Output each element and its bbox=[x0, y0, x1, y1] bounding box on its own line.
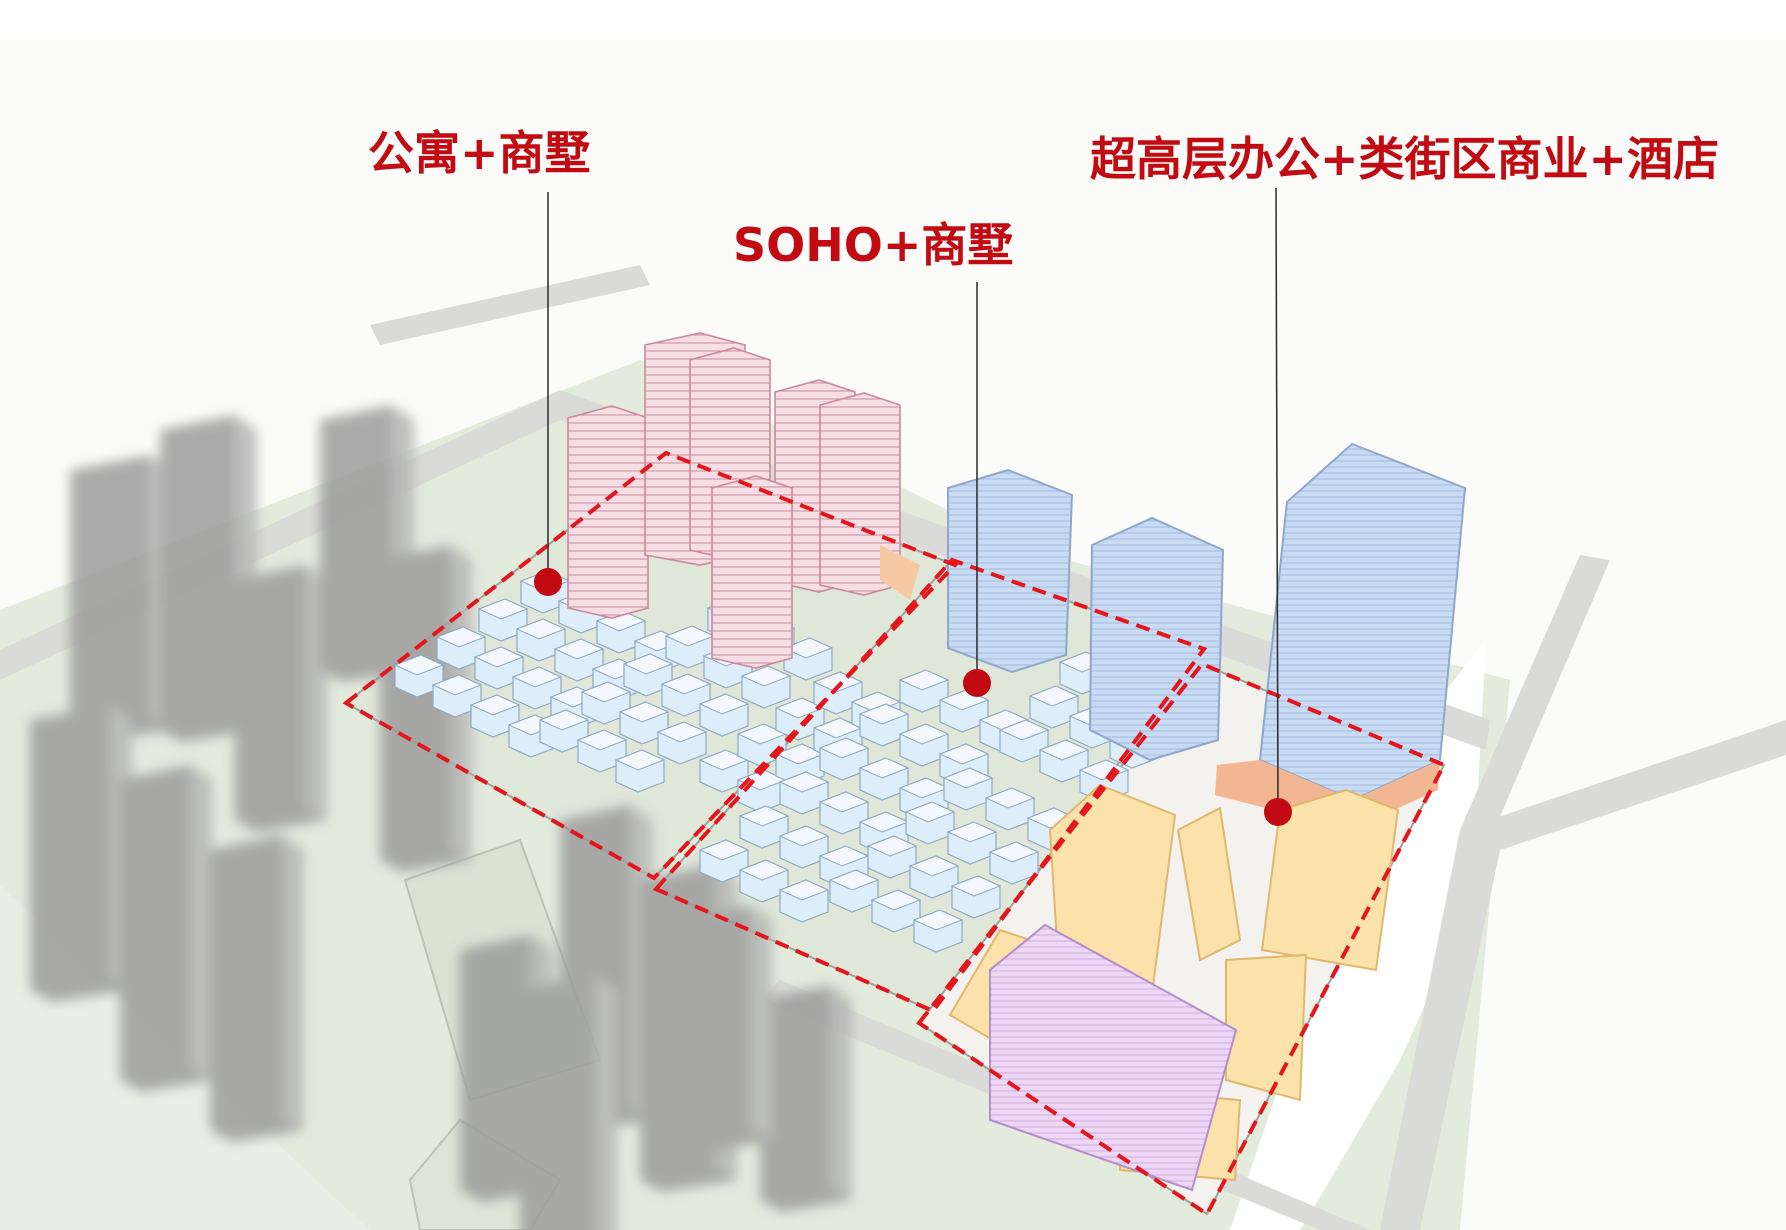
villa-roof bbox=[938, 743, 990, 765]
villa-roof bbox=[553, 638, 605, 660]
marker-dot-3 bbox=[1264, 798, 1292, 826]
villa-roof bbox=[828, 869, 880, 891]
context-tower bbox=[70, 455, 172, 742]
villa-roof bbox=[778, 825, 830, 847]
villa-roof bbox=[740, 665, 792, 687]
context-massing bbox=[30, 405, 852, 1230]
context-tower bbox=[30, 705, 132, 1002]
context-tower-side bbox=[595, 975, 617, 1230]
villa-roof bbox=[614, 749, 666, 771]
villa-roof bbox=[435, 626, 487, 648]
villa-roof bbox=[818, 737, 870, 759]
villa-roof bbox=[511, 666, 563, 688]
villa-roof bbox=[988, 841, 1040, 863]
villa-roof bbox=[738, 859, 790, 881]
villa-roof bbox=[469, 694, 521, 716]
villa-roof bbox=[778, 771, 830, 793]
callout-markers bbox=[534, 568, 1292, 826]
villa-roof bbox=[866, 835, 918, 857]
context-tower-side bbox=[190, 765, 212, 1080]
villa-roof bbox=[698, 693, 750, 715]
villa-roof bbox=[1038, 739, 1090, 761]
villa-roof bbox=[978, 709, 1030, 731]
callout-leaders bbox=[547, 187, 1279, 813]
apartment-tower bbox=[567, 405, 649, 619]
villa-roof bbox=[984, 787, 1036, 809]
villa-roof bbox=[870, 889, 922, 911]
villa-roof bbox=[950, 875, 1002, 897]
villa-roof bbox=[912, 909, 964, 931]
villa-roof bbox=[904, 801, 956, 823]
leader-line-3 bbox=[1275, 187, 1279, 813]
villa-clusters bbox=[393, 570, 1190, 953]
context-tower-side bbox=[750, 905, 772, 1140]
villa-roof bbox=[858, 757, 910, 779]
context-tower bbox=[520, 975, 617, 1230]
villa-roof bbox=[946, 821, 998, 843]
zone-boundary-1 bbox=[342, 450, 959, 881]
context-tower-side bbox=[282, 835, 304, 1130]
villa-roof bbox=[660, 673, 712, 695]
context-tower bbox=[160, 415, 257, 742]
context-tower bbox=[120, 765, 212, 1092]
villa-roof bbox=[580, 681, 632, 703]
villa-roof bbox=[908, 855, 960, 877]
villa-roof bbox=[942, 767, 994, 789]
villa-roof bbox=[538, 709, 590, 731]
villa-roof bbox=[698, 839, 750, 861]
apartment-towers bbox=[567, 332, 901, 669]
context-tower bbox=[235, 565, 327, 832]
apartment-tower bbox=[711, 475, 793, 669]
villa-roof bbox=[998, 719, 1050, 741]
villa-roof bbox=[738, 805, 790, 827]
villa-roof bbox=[782, 637, 834, 659]
zone-boundary-3 bbox=[916, 661, 1447, 1217]
villa-roof bbox=[393, 654, 445, 676]
context-tower-side bbox=[830, 985, 852, 1200]
villa-roof bbox=[576, 729, 628, 751]
villa-roof bbox=[1078, 759, 1130, 781]
zone-boundary-2 bbox=[652, 557, 1208, 1014]
villa-roof bbox=[477, 598, 529, 620]
villa-roof bbox=[898, 723, 950, 745]
villa-roof bbox=[818, 791, 870, 813]
villa-roof bbox=[778, 879, 830, 901]
zone-label-apartment-villa: 公寓+商墅 bbox=[368, 126, 591, 180]
villa-roof bbox=[898, 669, 950, 691]
zone-label-soho-villa: SOHO+商墅 bbox=[733, 218, 1014, 272]
villa-roof bbox=[473, 646, 525, 668]
zone-label-office-retail-hotel: 超高层办公+类街区商业+酒店 bbox=[1090, 132, 1720, 186]
context-tower bbox=[210, 835, 304, 1142]
marker-dot-2 bbox=[963, 669, 991, 697]
villa-roof bbox=[515, 618, 567, 640]
context-tower bbox=[380, 545, 472, 872]
villa-roof bbox=[622, 653, 674, 675]
villa-roof bbox=[618, 701, 670, 723]
villa-roof bbox=[1028, 685, 1080, 707]
villa-roof bbox=[431, 674, 483, 696]
marker-dot-1 bbox=[534, 568, 562, 596]
context-tower bbox=[760, 985, 852, 1212]
villa-roof bbox=[858, 703, 910, 725]
zone-boundaries bbox=[342, 450, 1447, 1217]
villa-roof bbox=[656, 721, 708, 743]
